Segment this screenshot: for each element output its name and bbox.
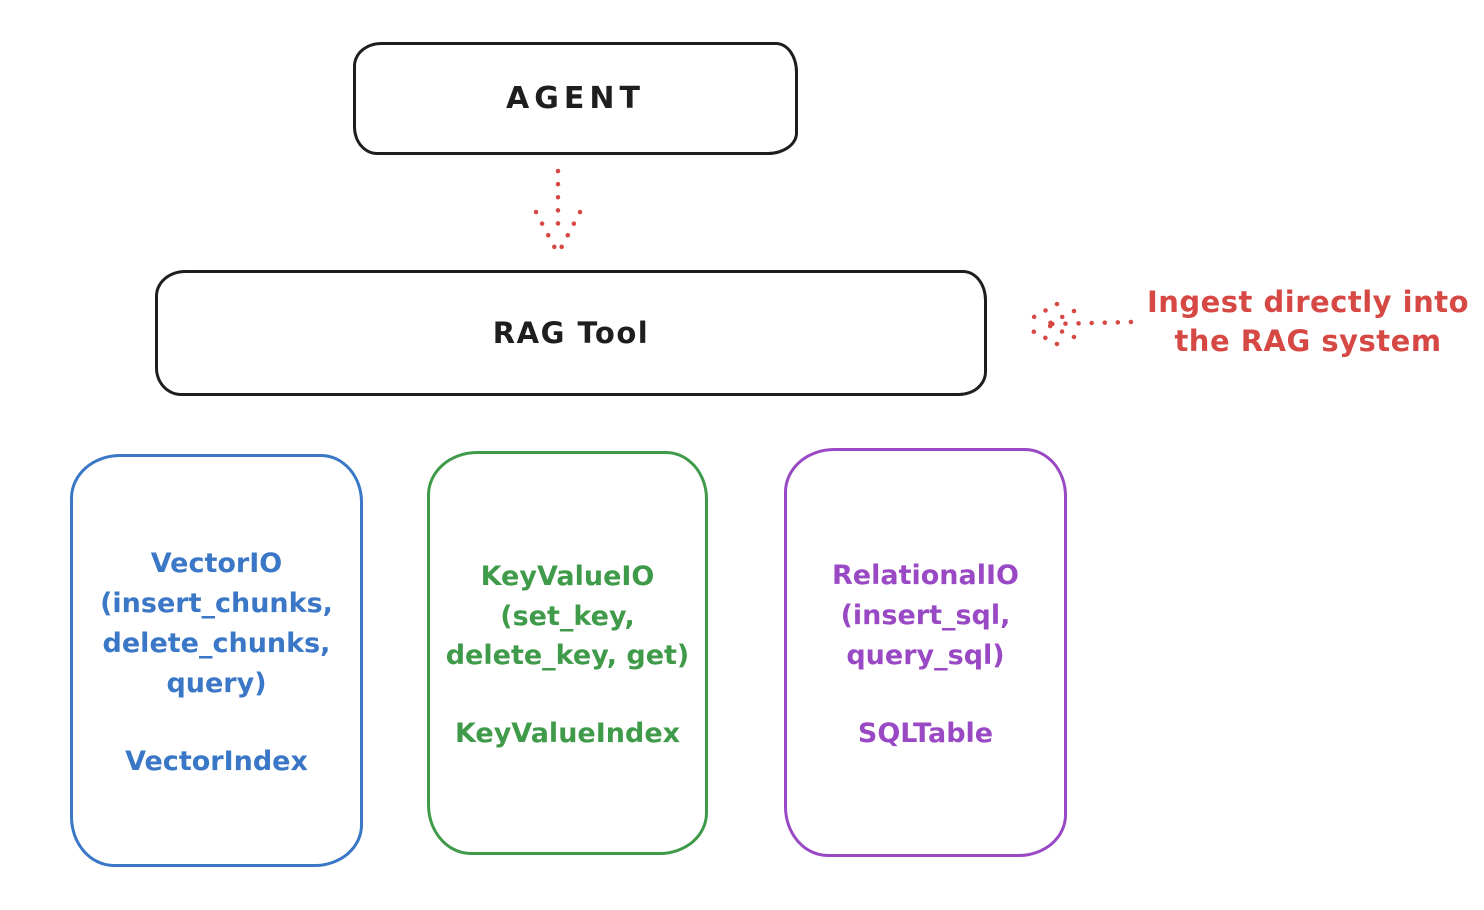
vector-index-label: VectorIndex [125, 745, 308, 777]
annotation-arrowhead-inner-top [1047, 308, 1077, 326]
annotation-arrowhead-outer-top [1022, 301, 1060, 325]
vector-io-api-label: VectorIO (insert_chunks, delete_chunks, … [100, 548, 333, 699]
keyvalue-index-label: KeyValueIndex [454, 718, 681, 750]
rag-tool-node: RAG Tool [155, 270, 987, 396]
agent-to-rag-arrowhead-right [557, 209, 583, 253]
annotation-arrowhead-outer-bottom [1022, 324, 1060, 347]
keyvalue-io-api-label: KeyValueIO (set_key, delete_key, get) [445, 560, 690, 672]
agent-node: AGENT [353, 42, 798, 155]
sql-table-label: SQLTable [857, 717, 994, 749]
ingest-annotation: Ingest directly into the RAG system [1146, 285, 1470, 358]
annotation-arrow-shaft [1049, 319, 1134, 327]
agent-to-rag-arrowhead-left [533, 209, 559, 253]
agent-label: AGENT [506, 81, 645, 116]
relational-io-api-label: RelationalIO (insert_sql, query_sql) [832, 560, 1019, 671]
annotation-arrowhead-inner-bottom [1047, 323, 1077, 340]
backend-keyvalue-io-box: KeyValueIO (set_key, delete_key, get) Ke… [427, 451, 708, 855]
backend-vector-io-box: VectorIO (insert_chunks, delete_chunks, … [70, 454, 363, 867]
backend-relational-io-box: RelationalIO (insert_sql, query_sql) SQL… [784, 448, 1067, 857]
rag-tool-label: RAG Tool [492, 316, 650, 350]
